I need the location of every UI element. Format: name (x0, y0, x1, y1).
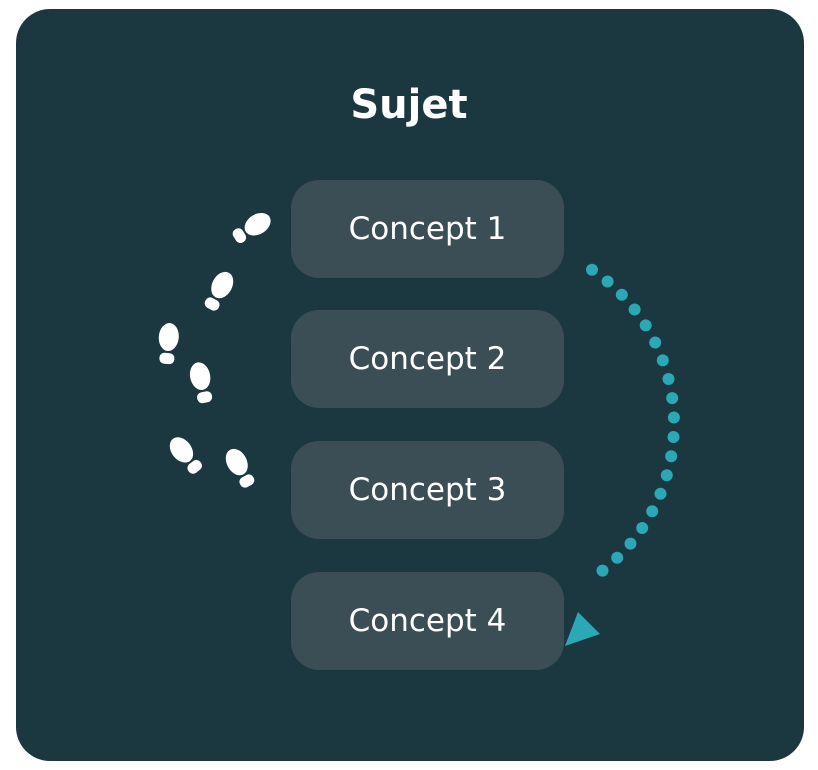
concept-box-4: Concept 4 (291, 572, 564, 670)
concept-box-2: Concept 2 (291, 310, 564, 408)
diagram-title: Sujet (350, 82, 468, 128)
concept-box-3: Concept 3 (291, 441, 564, 539)
concept-box-1: Concept 1 (291, 180, 564, 278)
